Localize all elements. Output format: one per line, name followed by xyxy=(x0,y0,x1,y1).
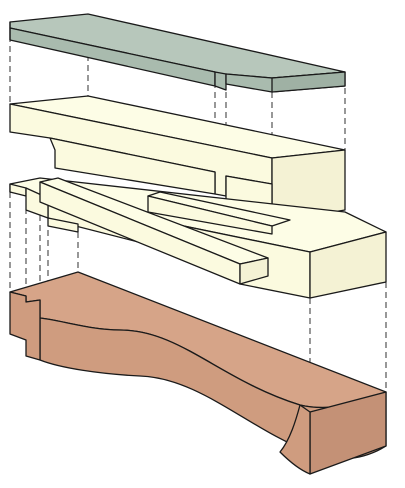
rail-block xyxy=(9,177,387,299)
base-block-front-right xyxy=(279,404,311,475)
upper-block xyxy=(9,95,346,223)
rail-block-hanging-left xyxy=(47,217,79,233)
upper-block-lower-front xyxy=(49,137,216,195)
rail-strip-front xyxy=(147,195,273,235)
rail-bar-end xyxy=(239,257,269,285)
base-block xyxy=(9,271,387,475)
top-plate-right-face xyxy=(271,71,346,93)
base-block-left-face xyxy=(9,291,41,361)
top-plate-notch-face xyxy=(214,71,227,91)
top-plate xyxy=(9,13,346,93)
rail-block-right-face xyxy=(309,231,387,299)
